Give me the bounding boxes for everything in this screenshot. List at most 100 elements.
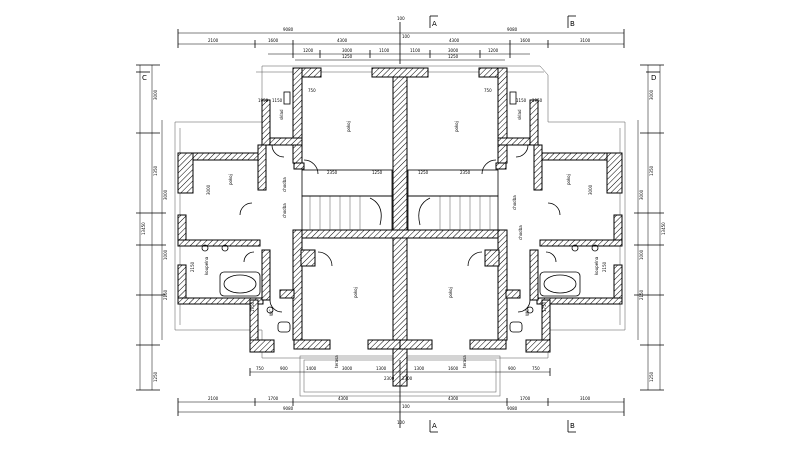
bottom-dim-7: 1600	[448, 366, 459, 371]
room-right-hall: chodba	[518, 225, 523, 240]
bottom-dim-4300-right: 4300	[448, 396, 459, 401]
dim-top-2100: 2100	[208, 38, 219, 43]
dim-top-1250-left: 1250	[342, 54, 353, 59]
walls	[177, 67, 623, 387]
bottom-dim-1700-left: 1700	[268, 396, 279, 401]
dim-right-3000: 3000	[649, 89, 654, 100]
room-right-hall-label: chodba	[512, 195, 517, 210]
room-left-wc: WC	[269, 309, 274, 316]
dim-left-3000: 3000	[153, 89, 158, 100]
room-left-closet: sklad	[279, 109, 284, 120]
dim-right-1000: 1000	[639, 249, 644, 260]
int-dim-15: 1750	[250, 301, 255, 312]
bottom-dim-4: 3000	[342, 366, 353, 371]
bottom-100: 100	[402, 404, 410, 409]
interior-dimensions: 2350 1250 1250 2350 750 750 1150 1150 19…	[190, 88, 607, 312]
dim-left-3000b: 3000	[163, 189, 168, 200]
room-right-closet: sklad	[517, 109, 522, 120]
label-100-top: 100	[397, 16, 405, 21]
room-left-bath: koupelna	[204, 256, 209, 275]
dim-right-1250: 1250	[649, 371, 654, 382]
dim-top-1250-right: 1250	[448, 54, 459, 59]
bottom-center-left: 2300	[384, 376, 395, 381]
int-dim-11: 3000	[206, 184, 211, 195]
int-dim-4: 2350	[460, 170, 471, 175]
dim-top-3000-left: 3000	[342, 48, 353, 53]
bottom-dim-2: 900	[280, 366, 288, 371]
dim-top-1200-right: 1200	[488, 48, 499, 53]
bottom-dim-2100: 2100	[208, 396, 219, 401]
dim-left-1350: 1350	[153, 165, 158, 176]
section-d-right: D	[651, 74, 656, 82]
dim-right-2150: 2150	[639, 289, 644, 300]
dim-top-1100-right: 1100	[410, 48, 421, 53]
bottom-dim-6: 1300	[414, 366, 425, 371]
dim-top-total-left: 9080	[283, 27, 294, 32]
bottom-dim-3: 1400	[306, 366, 317, 371]
bottom-total-right: 9080	[507, 406, 518, 411]
int-dim-12: 3000	[588, 184, 593, 195]
room-left-side: pokoj	[228, 174, 233, 185]
room-right-wc: WC	[525, 309, 530, 316]
int-dim-8: 1150	[516, 98, 527, 103]
bottom-dim-9: 750	[532, 366, 540, 371]
int-dim-2: 1250	[372, 170, 383, 175]
room-right-terrace: terasa	[462, 355, 467, 368]
room-labels: pokoj pokoj pokoj pokoj pokoj pokoj koup…	[204, 109, 599, 368]
bottom-dim-1700-right: 1700	[520, 396, 531, 401]
int-dim-13: 2150	[190, 261, 195, 272]
label-100-bottom: 100	[397, 420, 405, 425]
dim-top-1600-left: 1600	[268, 38, 279, 43]
room-left-hall: chodba	[282, 203, 287, 218]
section-a-top: A	[432, 20, 437, 28]
room-right-top: pokoj	[454, 121, 459, 132]
dim-top-1600-right: 1600	[520, 38, 531, 43]
int-dim-3: 1250	[418, 170, 429, 175]
dim-top-3100: 3100	[580, 38, 591, 43]
fixtures	[201, 91, 599, 333]
bottom-dimensions: 750 900 1400 3000 1300 1300 1600 900 750…	[177, 360, 625, 428]
dim-left-1000: 1000	[163, 249, 168, 260]
int-dim-9: 1950	[258, 98, 269, 103]
dim-top-4300-right: 4300	[449, 38, 460, 43]
dim-top-1200-left: 1200	[303, 48, 314, 53]
section-b-top: B	[570, 20, 575, 28]
dim-left-1250: 1250	[153, 371, 158, 382]
room-left-terrace: terasa	[334, 355, 339, 368]
room-right-bottom: pokoj	[448, 287, 453, 298]
section-c-left: C	[142, 74, 147, 82]
dim-top-4300-left: 4300	[337, 38, 348, 43]
int-dim-14: 2150	[602, 261, 607, 272]
room-left-top: pokoj	[346, 121, 351, 132]
dim-top-total-right: 9080	[507, 27, 518, 32]
room-right-bath: koupelna	[594, 256, 599, 275]
dim-top-100: 100	[402, 34, 410, 39]
section-b-bottom: B	[570, 422, 575, 430]
section-a-bottom: A	[432, 422, 437, 430]
section-markers-bottom: A B 100	[397, 420, 576, 433]
int-dim-6: 750	[484, 88, 492, 93]
left-dimensions: 3000 1350 3000 1000 2150 1250 13450 C	[136, 64, 168, 391]
int-dim-5: 750	[308, 88, 316, 93]
room-right-side: pokoj	[566, 174, 571, 185]
int-dim-10: 1950	[532, 98, 543, 103]
dim-right-1350: 1350	[649, 165, 654, 176]
dim-right-total: 13450	[661, 222, 666, 235]
dim-left-2150: 2150	[163, 289, 168, 300]
bottom-center-right: 2300	[402, 376, 413, 381]
room-left-bottom: pokoj	[353, 287, 358, 298]
int-dim-16: 1750	[542, 301, 547, 312]
dim-right-3000b: 3000	[639, 189, 644, 200]
bottom-total-left: 9080	[283, 406, 294, 411]
int-dim-7: 1150	[272, 98, 283, 103]
bottom-dim-8: 900	[508, 366, 516, 371]
bottom-dim-4300-left: 4300	[338, 396, 349, 401]
right-dimensions: 3000 1350 3000 1000 2150 1250 13450 D	[634, 64, 666, 391]
dim-top-3000-right: 3000	[448, 48, 459, 53]
section-markers-top: A B 100	[397, 15, 576, 28]
int-dim-1: 2350	[327, 170, 338, 175]
bottom-dim-1: 750	[256, 366, 264, 371]
room-left-hall-label: chodba	[282, 177, 287, 192]
top-dimensions: 9080 9080 2100 1600 4300 100 4300 1600 3…	[177, 22, 625, 64]
